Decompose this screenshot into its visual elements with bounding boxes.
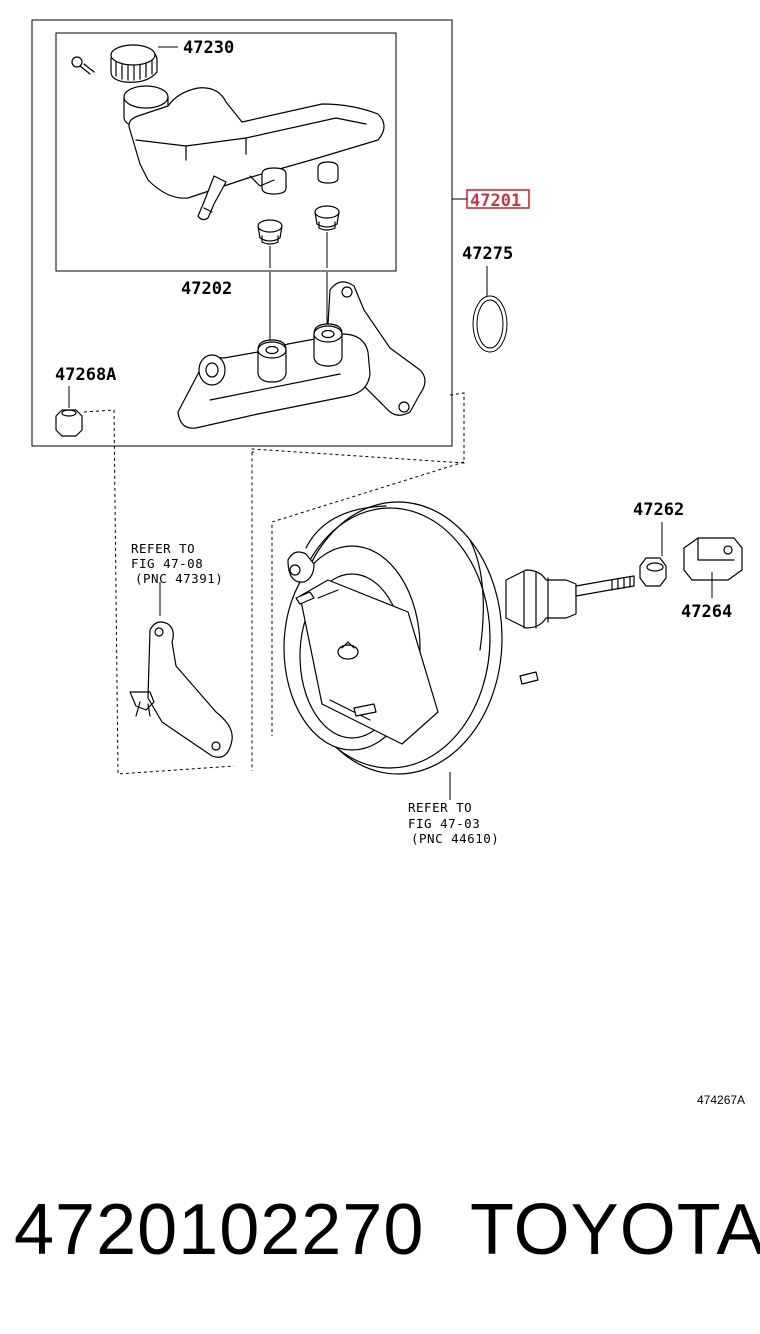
- bracket-ref-line3: (PNC 47391): [135, 571, 223, 586]
- booster-ref-line2[interactable]: FIG 47-03: [408, 816, 480, 831]
- brand-name: TOYOTA: [470, 1190, 760, 1270]
- o-ring-drawing: [472, 266, 508, 353]
- label-47268A[interactable]: 47268A: [55, 365, 116, 385]
- bracket-ref-line1: REFER TO: [131, 541, 195, 556]
- grommets-drawing: [257, 205, 340, 268]
- label-47264[interactable]: 47264: [681, 602, 732, 622]
- label-47262[interactable]: 47262: [633, 500, 684, 520]
- bracket-drawing: [129, 582, 233, 758]
- drawing-code: 474267A: [697, 1093, 746, 1107]
- reservoir-cap-drawing: [71, 44, 158, 83]
- master-cylinder-drawing: [177, 272, 426, 429]
- parts-diagram: 47230 47201 47202 47275 47268A 47262 472…: [31, 19, 743, 846]
- bracket-ref-line2[interactable]: FIG 47-08: [131, 556, 203, 571]
- booster-ref-line3: (PNC 44610): [411, 831, 499, 846]
- master-cylinder-frame: [31, 19, 453, 447]
- clevis-drawing: [683, 537, 743, 598]
- nut-left-drawing: [55, 386, 83, 437]
- brake-booster-drawing: [283, 501, 635, 800]
- nut-right-drawing: [639, 522, 667, 587]
- label-47201[interactable]: 47201: [470, 191, 521, 211]
- part-number: 4720102270: [14, 1190, 425, 1270]
- label-47230[interactable]: 47230: [183, 38, 234, 58]
- reservoir-tank-drawing: [123, 85, 385, 221]
- label-47202[interactable]: 47202: [181, 279, 232, 299]
- label-47275[interactable]: 47275: [462, 244, 513, 264]
- reservoir-frame: [55, 32, 397, 272]
- booster-ref-line1: REFER TO: [408, 800, 472, 815]
